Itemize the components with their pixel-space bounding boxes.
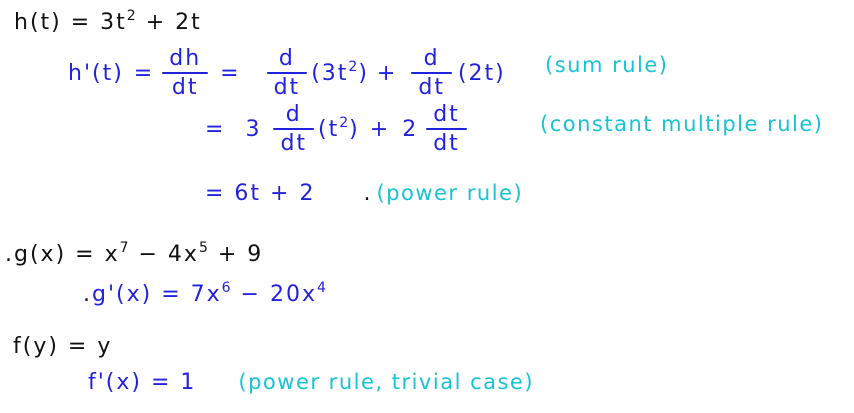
f-definition-text: f(y) = y bbox=[13, 333, 113, 359]
operand-3t-squared: (3t2) bbox=[311, 58, 369, 86]
fraction-bar bbox=[162, 71, 209, 74]
g-def-mid: − 4x bbox=[129, 241, 199, 267]
fraction-numerator: d bbox=[278, 45, 295, 71]
fraction-dt-dt: dt dt bbox=[426, 101, 467, 156]
fraction-d-dt: d dt bbox=[273, 101, 315, 156]
stray-dot-mark: . bbox=[83, 281, 92, 307]
g-derivative-text: .g'(x) = 7x6 − 20x4 bbox=[83, 279, 327, 307]
fraction-numerator: dt bbox=[433, 101, 460, 127]
arg-pre: (3t bbox=[311, 60, 349, 86]
equals-icon: = bbox=[205, 116, 226, 142]
annotation-sum-rule: (sum rule) bbox=[545, 53, 669, 77]
fraction-d-dt-second: d dt bbox=[411, 45, 452, 100]
h-definition-text: h(t) = 3t2 + 2t bbox=[14, 7, 202, 35]
coefficient-2: 2 bbox=[402, 116, 419, 142]
stray-dot-mark: . bbox=[363, 180, 373, 206]
equation-f-derivative: f'(x) = 1 (power rule, trivial case) bbox=[0, 364, 854, 400]
plus-icon: + bbox=[369, 116, 391, 142]
fraction-numerator: d bbox=[285, 101, 302, 127]
operand-2t: (2t) bbox=[457, 60, 506, 86]
annotation-power-rule-trivial: (power rule, trivial case) bbox=[238, 370, 535, 394]
equation-g-definition: .g(x) = x7 − 4x5 + 9 bbox=[0, 234, 854, 274]
f-derivative-text: f'(x) = 1 bbox=[88, 369, 197, 395]
equals-icon: = bbox=[133, 60, 155, 86]
arg-superscript: 2 bbox=[339, 114, 350, 131]
arg-post: ) bbox=[349, 116, 360, 142]
h-def-superscript: 2 bbox=[126, 7, 137, 24]
fraction-denominator: dt bbox=[433, 130, 460, 156]
fraction-d-dt-first: d dt bbox=[266, 45, 308, 100]
fraction-denominator: dt bbox=[171, 74, 199, 100]
h-def-post: + 2t bbox=[136, 9, 202, 35]
h-derivative-lhs: h'(t) bbox=[68, 60, 124, 86]
h-def-pre: h(t) = 3t bbox=[14, 9, 127, 35]
equation-h-result: = 6t + 2 . (power rule) bbox=[0, 176, 854, 210]
fraction-numerator: d bbox=[423, 45, 440, 71]
fraction-dh-dt: dh dt bbox=[162, 45, 209, 100]
equation-f-definition: f(y) = y bbox=[0, 330, 854, 362]
stray-dot-mark: . bbox=[5, 241, 14, 267]
arg-post: ) bbox=[358, 60, 369, 86]
plus-icon: + bbox=[376, 60, 398, 86]
equation-h-definition: h(t) = 3t2 + 2t bbox=[0, 6, 854, 38]
equals-icon: = bbox=[220, 60, 241, 86]
fraction-bar bbox=[411, 71, 452, 74]
operand-t-squared: (t2) bbox=[318, 114, 360, 142]
g-deriv-pre: g'(x) = 7x bbox=[92, 281, 222, 307]
equation-h-step2: = 3 d dt (t2) + 2 dt dt (constant multip… bbox=[0, 100, 854, 158]
annotation-power-rule: (power rule) bbox=[376, 181, 524, 205]
equation-g-derivative: .g'(x) = 7x6 − 20x4 bbox=[0, 274, 854, 314]
g-def-post: + 9 bbox=[208, 241, 264, 267]
g-deriv-superscript-4: 4 bbox=[317, 279, 327, 296]
fraction-denominator: dt bbox=[273, 74, 301, 100]
fraction-denominator: dt bbox=[418, 74, 445, 100]
g-def-pre: g(x) = x bbox=[14, 241, 120, 267]
h-result-text: = 6t + 2 bbox=[205, 180, 316, 206]
fraction-bar bbox=[273, 127, 315, 130]
fraction-denominator: dt bbox=[280, 130, 308, 156]
g-def-superscript-5: 5 bbox=[198, 239, 209, 256]
g-deriv-mid: − 20x bbox=[231, 281, 317, 307]
annotation-constant-multiple-rule: (constant multiple rule) bbox=[540, 112, 824, 136]
arg-superscript: 2 bbox=[348, 58, 359, 75]
g-deriv-superscript-6: 6 bbox=[221, 279, 232, 296]
g-def-superscript-7: 7 bbox=[119, 239, 130, 256]
g-definition-text: .g(x) = x7 − 4x5 + 9 bbox=[5, 239, 264, 267]
fraction-bar bbox=[426, 127, 467, 130]
fraction-bar bbox=[266, 71, 308, 74]
arg-pre: (t bbox=[318, 116, 340, 142]
coefficient-3: 3 bbox=[245, 116, 262, 142]
fraction-numerator: dh bbox=[169, 45, 202, 71]
equation-h-derivative: h'(t) = dh dt = d dt (3t2) + d dt (2t) (… bbox=[0, 44, 854, 102]
